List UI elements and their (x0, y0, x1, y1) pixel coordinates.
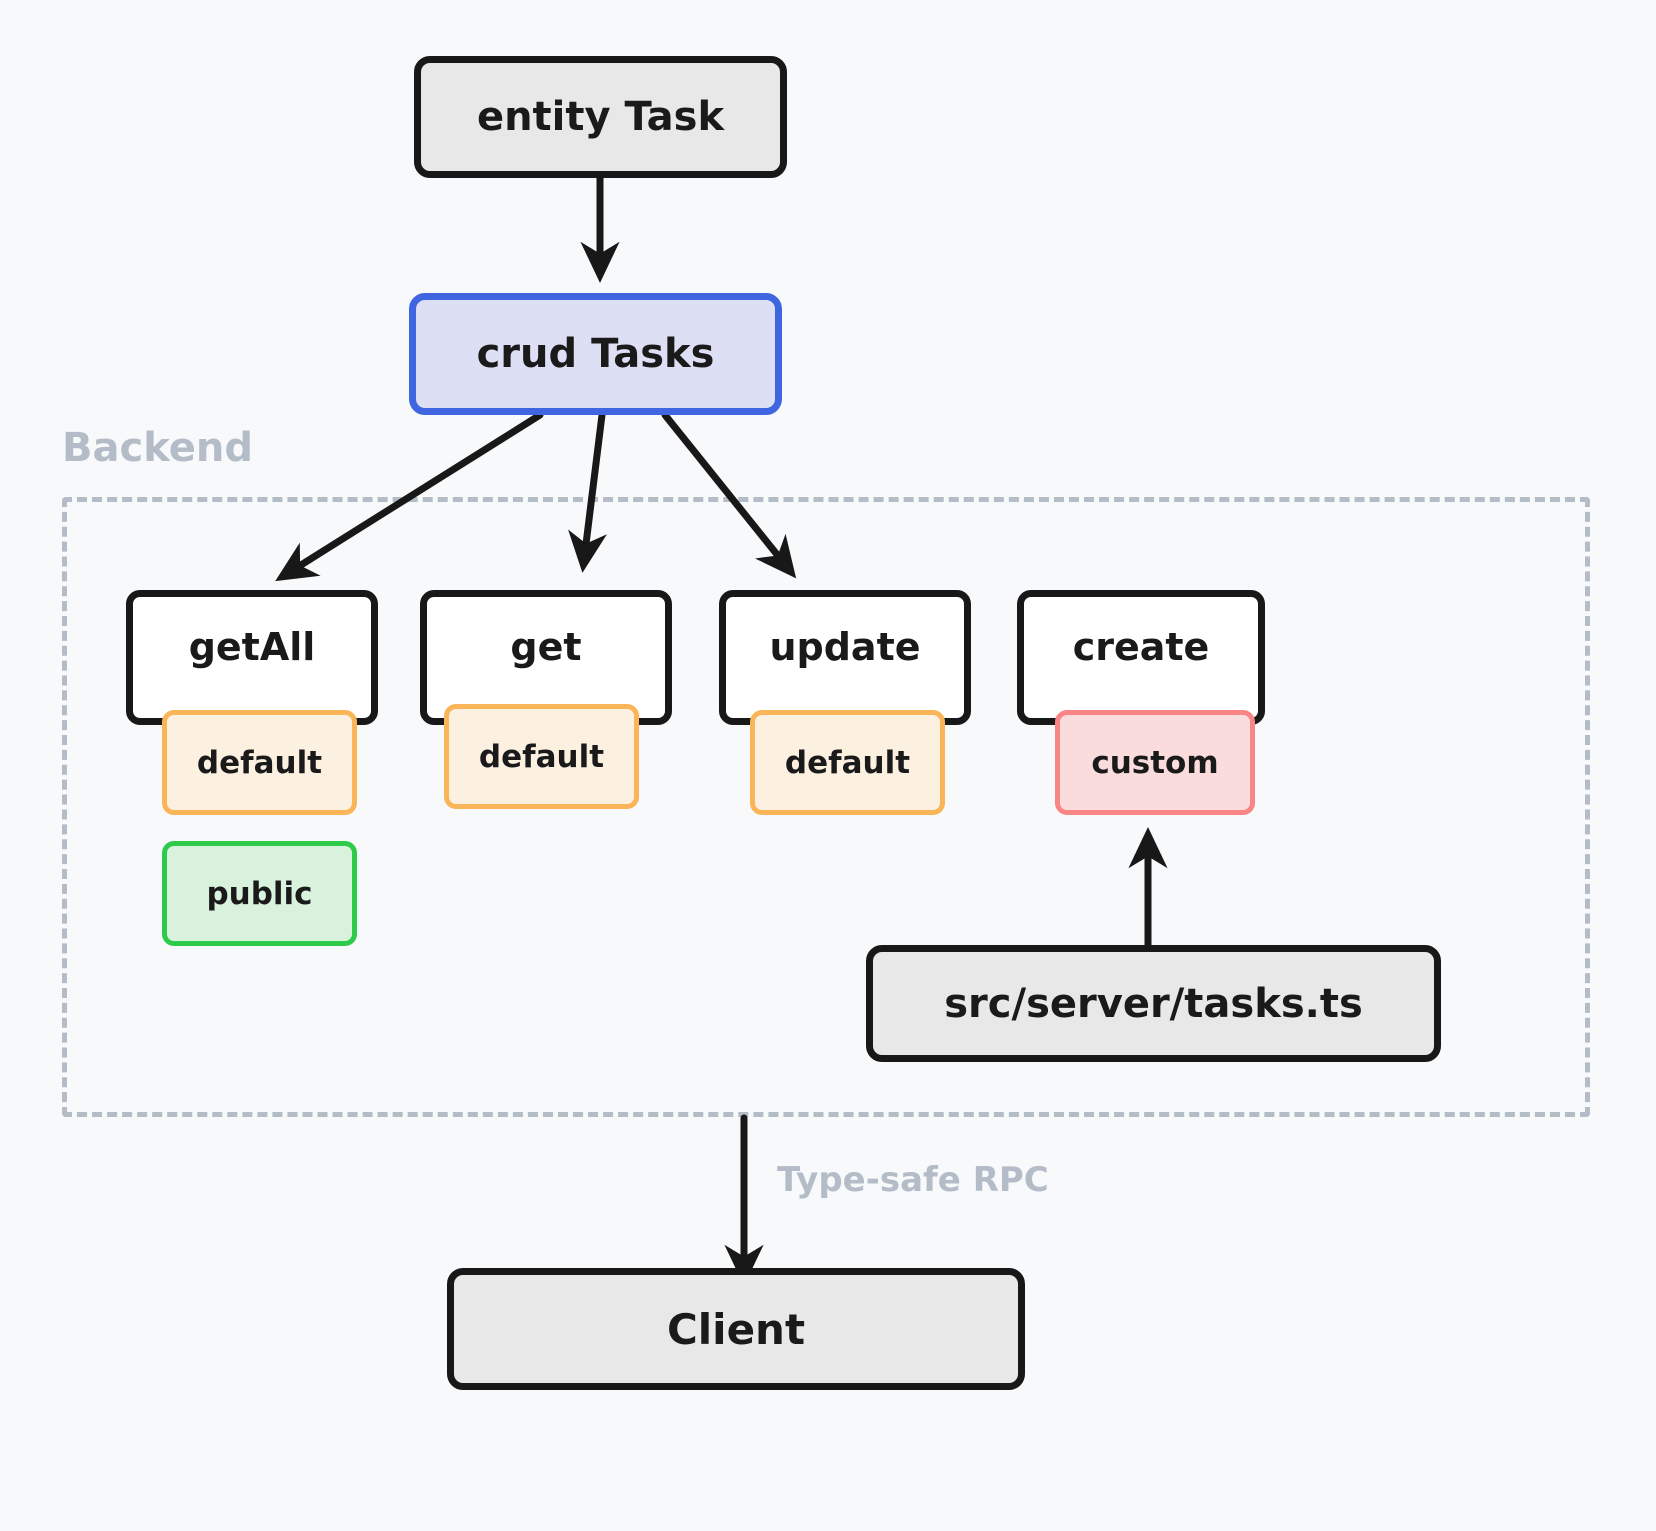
badge-create-custom[interactable]: custom (1055, 710, 1255, 815)
node-method-create[interactable]: create (1017, 590, 1265, 725)
node-server-file-label: src/server/tasks.ts (944, 980, 1363, 1027)
edge-label-type-safe-rpc: Type-safe RPC (777, 1160, 1049, 1200)
badge-getall-public-label: public (206, 875, 313, 912)
node-server-file[interactable]: src/server/tasks.ts (866, 945, 1441, 1062)
node-method-update[interactable]: update (719, 590, 971, 725)
backend-group-box (62, 497, 1590, 1117)
node-method-getall-label: getAll (188, 625, 316, 669)
badge-getall-default[interactable]: default (162, 710, 357, 815)
node-crud-tasks[interactable]: crud Tasks (409, 293, 782, 415)
backend-group-label: Backend (62, 425, 253, 471)
node-client[interactable]: Client (447, 1268, 1025, 1390)
badge-getall-public[interactable]: public (162, 841, 357, 946)
node-entity-task[interactable]: entity Task (414, 56, 787, 178)
badge-update-default-label: default (784, 744, 911, 781)
badge-update-default[interactable]: default (750, 710, 945, 815)
node-crud-tasks-label: crud Tasks (476, 331, 715, 377)
badge-create-custom-label: custom (1091, 744, 1219, 781)
node-entity-task-label: entity Task (476, 94, 725, 140)
node-method-getall[interactable]: getAll (126, 590, 378, 725)
node-method-create-label: create (1072, 625, 1210, 669)
badge-get-default-label: default (478, 738, 605, 775)
node-method-get-label: get (510, 625, 582, 669)
node-client-label: Client (666, 1304, 806, 1354)
badge-get-default[interactable]: default (444, 704, 639, 809)
badge-getall-default-label: default (196, 744, 323, 781)
node-method-update-label: update (769, 625, 921, 669)
